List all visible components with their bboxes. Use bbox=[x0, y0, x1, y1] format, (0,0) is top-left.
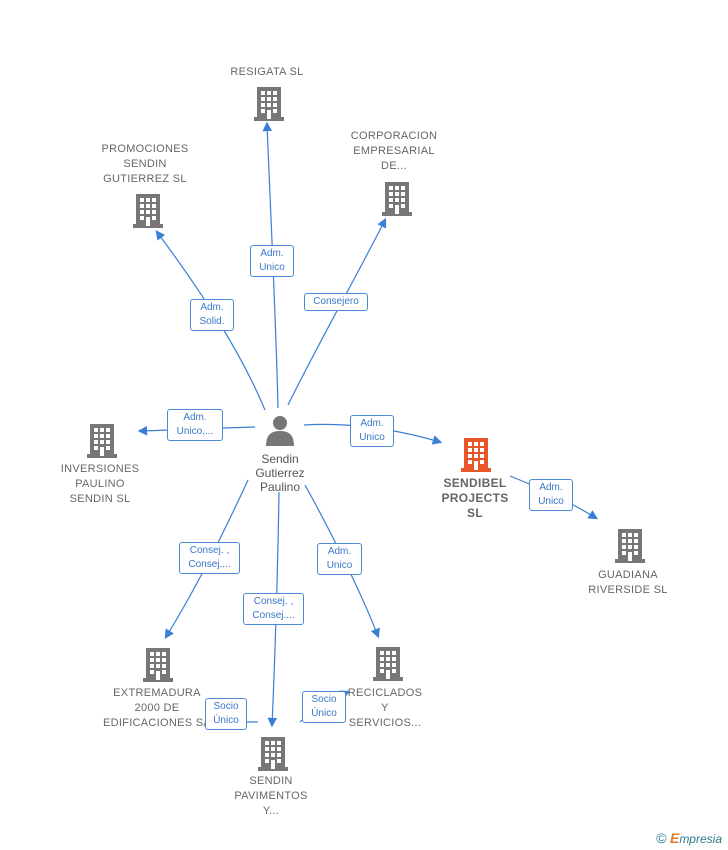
person-name[interactable]: Sendin Gutierrez Paulino bbox=[255, 452, 305, 494]
company-label-resigata[interactable]: RESIGATA SL bbox=[230, 66, 304, 78]
building-icon[interactable] bbox=[258, 735, 288, 776]
company-label-guadiana[interactable]: GUADIANA RIVERSIDE SL bbox=[588, 569, 668, 596]
building-icon[interactable] bbox=[143, 646, 173, 687]
edge-label-socio2: Socio Único bbox=[302, 691, 346, 723]
edge-label-inversiones: Adm. Unico,... bbox=[167, 409, 223, 441]
brand-logo-initial: E bbox=[669, 830, 680, 846]
edge-label-resigata: Adm. Unico bbox=[250, 245, 294, 277]
building-icon[interactable] bbox=[615, 527, 645, 568]
edge-label-reciclados: Adm. Unico bbox=[317, 543, 362, 575]
edge-label-corporacion: Consejero bbox=[304, 293, 368, 311]
brand-logo-text: mpresia bbox=[679, 832, 722, 846]
building-icon-highlighted[interactable] bbox=[461, 436, 491, 477]
edge-label-extremadura: Consej. , Consej.... bbox=[179, 542, 240, 574]
edge-corporacion bbox=[287, 217, 387, 406]
edge-label-promociones: Adm. Solid. bbox=[190, 299, 234, 331]
company-label-sendibel[interactable]: SENDIBEL PROJECTS SL bbox=[441, 476, 509, 520]
company-label-pavimentos[interactable]: SENDIN PAVIMENTOS Y... bbox=[234, 775, 308, 817]
company-label-extremadura[interactable]: EXTREMADURA 2000 DE EDIFICACIONES SA bbox=[102, 687, 212, 729]
building-icon[interactable] bbox=[133, 192, 163, 233]
company-label-promociones[interactable]: PROMOCIONES SENDIN GUTIERREZ SL bbox=[101, 143, 189, 185]
building-icon[interactable] bbox=[254, 85, 284, 126]
person-icon[interactable] bbox=[266, 414, 294, 451]
company-label-corporacion[interactable]: CORPORACION EMPRESARIAL DE... bbox=[350, 130, 438, 172]
edge-label-sendibel: Adm. Unico bbox=[350, 415, 394, 447]
watermark[interactable]: © Empresia bbox=[656, 830, 722, 846]
building-icon[interactable] bbox=[373, 645, 403, 686]
company-label-reciclados[interactable]: RECICLADOS Y SERVICIOS... bbox=[347, 687, 423, 729]
edge-label-pavimentos: Consej. , Consej.... bbox=[243, 593, 304, 625]
edge-label-guadiana: Adm. Unico bbox=[529, 479, 573, 511]
edge-label-socio1: Socio Único bbox=[205, 698, 247, 730]
building-icon[interactable] bbox=[382, 180, 412, 221]
company-label-inversiones[interactable]: INVERSIONES PAULINO SENDIN SL bbox=[60, 463, 140, 505]
copyright-icon: © bbox=[656, 830, 667, 846]
building-icon[interactable] bbox=[87, 422, 117, 463]
